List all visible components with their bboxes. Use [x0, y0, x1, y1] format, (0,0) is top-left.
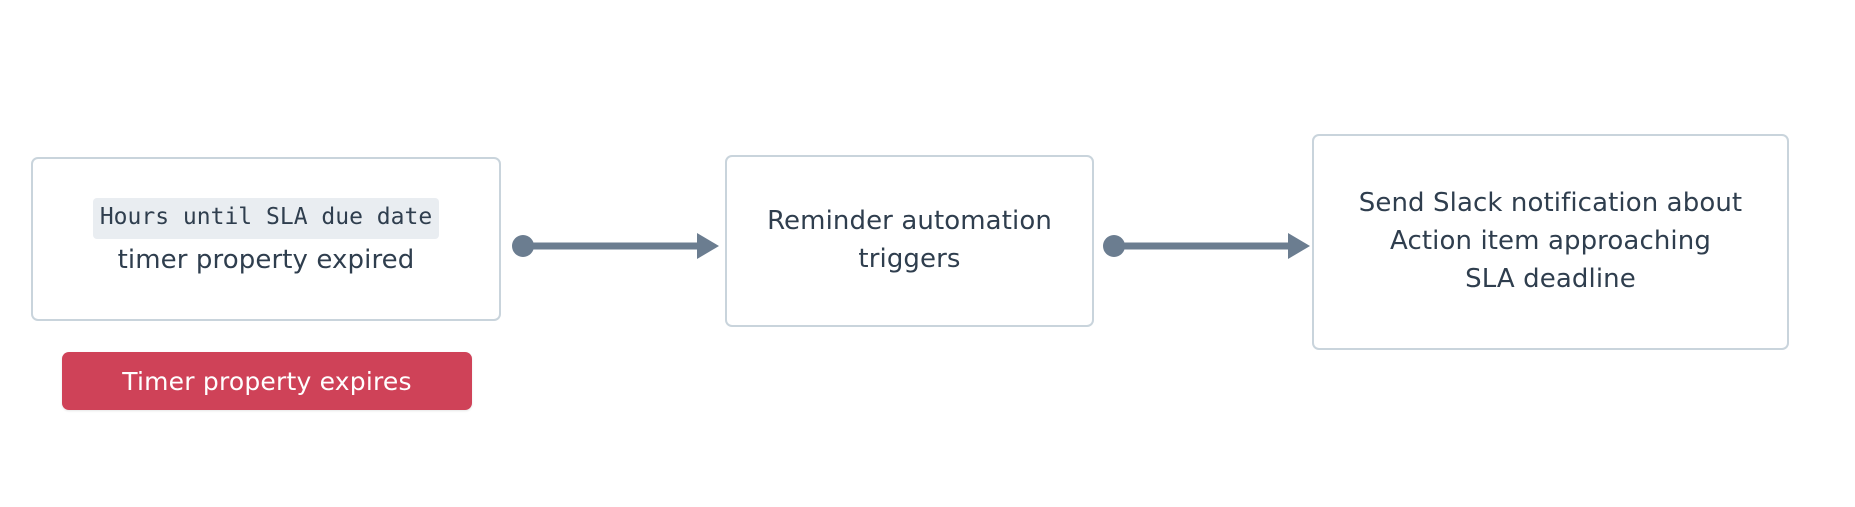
node-action-label-line3: SLA deadline	[1465, 263, 1636, 294]
node-automation-label-line2: triggers	[858, 244, 961, 274]
node-action-label-line2: Action item approaching	[1390, 226, 1711, 257]
node-trigger-code-token: Hours until SLA due date	[92, 198, 440, 239]
connector-automation-to-action	[1096, 222, 1316, 270]
status-badge-label: Timer property expires	[122, 366, 412, 396]
connector-trigger-to-automation	[505, 222, 725, 270]
node-action-label-line1: Send Slack notification about	[1358, 188, 1743, 219]
node-automation-label-line1: Reminder automation	[767, 206, 1052, 237]
node-action[interactable]: Send Slack notification about Action ite…	[1312, 134, 1789, 350]
node-automation[interactable]: Reminder automation triggers	[725, 155, 1094, 327]
connector-arrow-icon	[512, 233, 719, 259]
connector-arrow-icon	[1103, 233, 1310, 259]
node-trigger-label: timer property expired	[117, 244, 415, 275]
node-trigger[interactable]: Hours until SLA due date timer property …	[31, 157, 501, 321]
status-badge-timer-expires[interactable]: Timer property expires	[62, 352, 472, 410]
